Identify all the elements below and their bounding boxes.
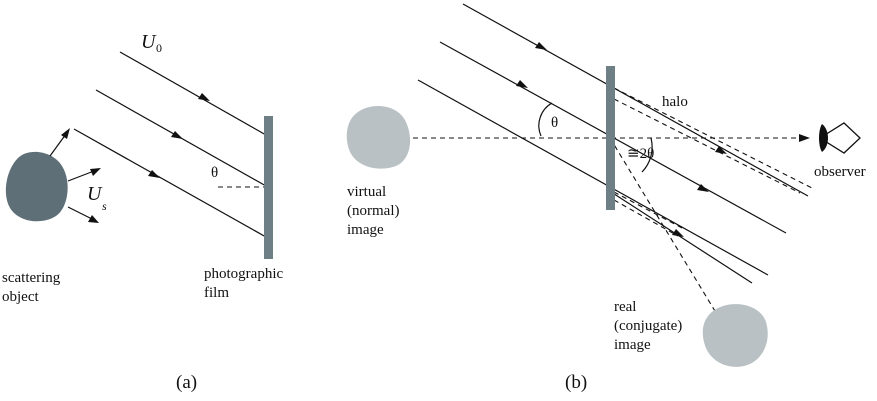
halo-dashed-lower [613, 98, 801, 194]
halo-dashed-bottom-2 [613, 199, 679, 237]
scattering-object-blob [5, 151, 68, 222]
photographic-film-plate [264, 116, 273, 259]
caption-a: (a) [176, 372, 197, 393]
film-label-line2: film [204, 285, 229, 301]
ray-arrowhead [535, 42, 547, 50]
axis-arrowhead [799, 134, 810, 142]
object-label-line1: scattering [2, 270, 61, 286]
scatter-arrow-up [49, 133, 67, 157]
incoming-ray-1 [462, 3, 809, 197]
observer-label: observer [814, 164, 866, 180]
ray-arrowhead [697, 184, 709, 192]
virtual-image-blob [346, 106, 411, 169]
ray-arrowhead [198, 93, 210, 101]
angle-theta-label-b: θ [551, 115, 558, 131]
real-image-blob [702, 304, 768, 367]
angle-arc-theta [538, 102, 553, 137]
ray-arrowhead [672, 229, 684, 237]
real-label-line2: (conjugate) [614, 318, 682, 334]
reference-ray-1 [119, 51, 267, 136]
scatter-arrowhead [61, 128, 70, 139]
scattered-wave-label: U [87, 183, 103, 205]
ray-arrowhead [148, 170, 160, 178]
ray-arrowhead [171, 131, 183, 139]
halo-label: halo [662, 94, 688, 110]
conjugate-dashed-ray [609, 137, 719, 317]
halo-dashed-bottom-1 [613, 191, 685, 230]
scatter-arrow-mid [67, 170, 95, 182]
film-label-line1: photographic [204, 266, 283, 282]
real-label-line1: real [614, 299, 636, 315]
reference-wave-label: U [141, 31, 157, 53]
object-label-line2: object [2, 289, 39, 305]
reference-wave-subscript: 0 [156, 41, 162, 55]
reference-ray-3 [73, 128, 267, 238]
caption-b: (b) [565, 372, 587, 393]
real-label-line3: image [614, 337, 651, 353]
panel-b: θ ≅2θ halo virtual (normal) image real (… [346, 3, 866, 393]
incoming-ray-3 [417, 79, 769, 276]
angle-arc-2theta [641, 137, 653, 173]
virtual-label-line2: (normal) [347, 203, 399, 219]
ray-arrowhead [516, 80, 528, 88]
hologram-plate [606, 66, 615, 210]
scattered-wave-subscript: s [102, 199, 107, 213]
virtual-label-line1: virtual [347, 184, 386, 200]
ray-arrowhead [715, 146, 727, 154]
scatter-arrow-down [67, 206, 93, 220]
transmitted-ray-4 [607, 189, 753, 284]
virtual-label-line3: image [347, 222, 384, 238]
scatter-arrowhead [90, 168, 101, 176]
scatter-arrowhead [88, 215, 99, 223]
angle-2theta-label: ≅2θ [627, 146, 654, 162]
panel-a: θ U 0 U s scattering object photographic… [2, 31, 283, 393]
angle-theta-label: θ [211, 165, 218, 181]
observer-eye-icon [818, 122, 861, 154]
